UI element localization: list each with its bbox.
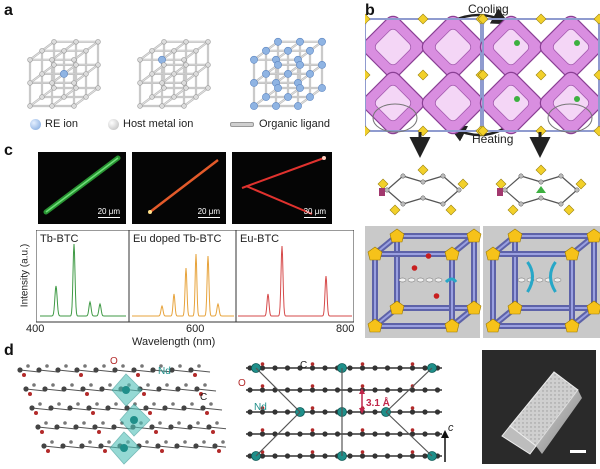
c-axis-arrow [441, 430, 449, 462]
heating-label: Heating [472, 132, 514, 146]
emission-spectra [36, 230, 354, 323]
organic-ligand-icon [230, 121, 254, 127]
spectra-ylabel: Intensity (a.u.) [19, 243, 31, 308]
legend-host-metal-ion: Host metal ion [123, 118, 194, 130]
lattice-re-full [250, 37, 326, 110]
cage-model-left [367, 228, 482, 333]
mid-label-distance: 3.1 Å [366, 398, 390, 409]
lattice-re-substituted [137, 39, 211, 109]
cooling-label: Cooling [468, 2, 509, 16]
panel-a-label: a [4, 2, 13, 19]
host-metal-ion-icon [108, 118, 119, 130]
crystal-structure-left [17, 364, 226, 465]
scale-bar-3 [304, 217, 326, 218]
mof-structure-right [477, 13, 600, 137]
panel-b-label: b [365, 2, 375, 19]
xtick-800: 800 [336, 323, 355, 335]
xtick-400: 400 [26, 323, 45, 335]
series-label-eu-btc: Eu-BTC [240, 233, 280, 245]
cage-model-right [485, 228, 600, 333]
panel-a-lattices [27, 37, 326, 110]
panel-b-framework [365, 8, 600, 338]
micrograph-eu-btc: 30 μm [232, 152, 332, 224]
panel-a-legend: RE ion Host metal ion Organic ligand [30, 118, 360, 134]
sem-image [482, 350, 596, 464]
legend-re-ion: RE ion [45, 118, 79, 130]
crystal-structure-middle [246, 362, 442, 461]
left-label-o: O [110, 356, 118, 367]
left-label-nd: Nd [158, 366, 171, 377]
mid-label-o: O [238, 378, 246, 389]
panel-d-label: d [4, 342, 14, 359]
mid-label-c: C [300, 360, 308, 371]
micrograph-eu-doped: 20 μm [132, 152, 226, 224]
xtick-600: 600 [186, 323, 205, 335]
mof-structure-left [365, 13, 487, 137]
ligand-fragment-left [377, 164, 469, 216]
micrograph-tb-btc: 20 μm [38, 152, 126, 224]
scale-bar-2 [198, 217, 220, 218]
legend-organic-ligand: Organic ligand [259, 118, 330, 130]
series-label-eu-doped: Eu doped Tb-BTC [133, 233, 222, 245]
left-label-c: C [200, 392, 208, 403]
scale-label-2: 20 μm [197, 207, 220, 216]
re-ion-icon [30, 118, 41, 130]
ligand-fragment-right [495, 164, 587, 216]
scale-label-1: 20 μm [97, 207, 120, 216]
mid-label-axis: c [448, 422, 454, 434]
scale-label-3: 30 μm [303, 207, 326, 216]
lattice-re-center [27, 39, 101, 109]
scale-bar-1 [98, 217, 120, 218]
mid-label-nd: Nd [254, 402, 267, 413]
panel-c-label: c [4, 142, 13, 159]
series-label-tb-btc: Tb-BTC [40, 233, 79, 245]
spectra-xlabel: Wavelength (nm) [132, 336, 216, 348]
